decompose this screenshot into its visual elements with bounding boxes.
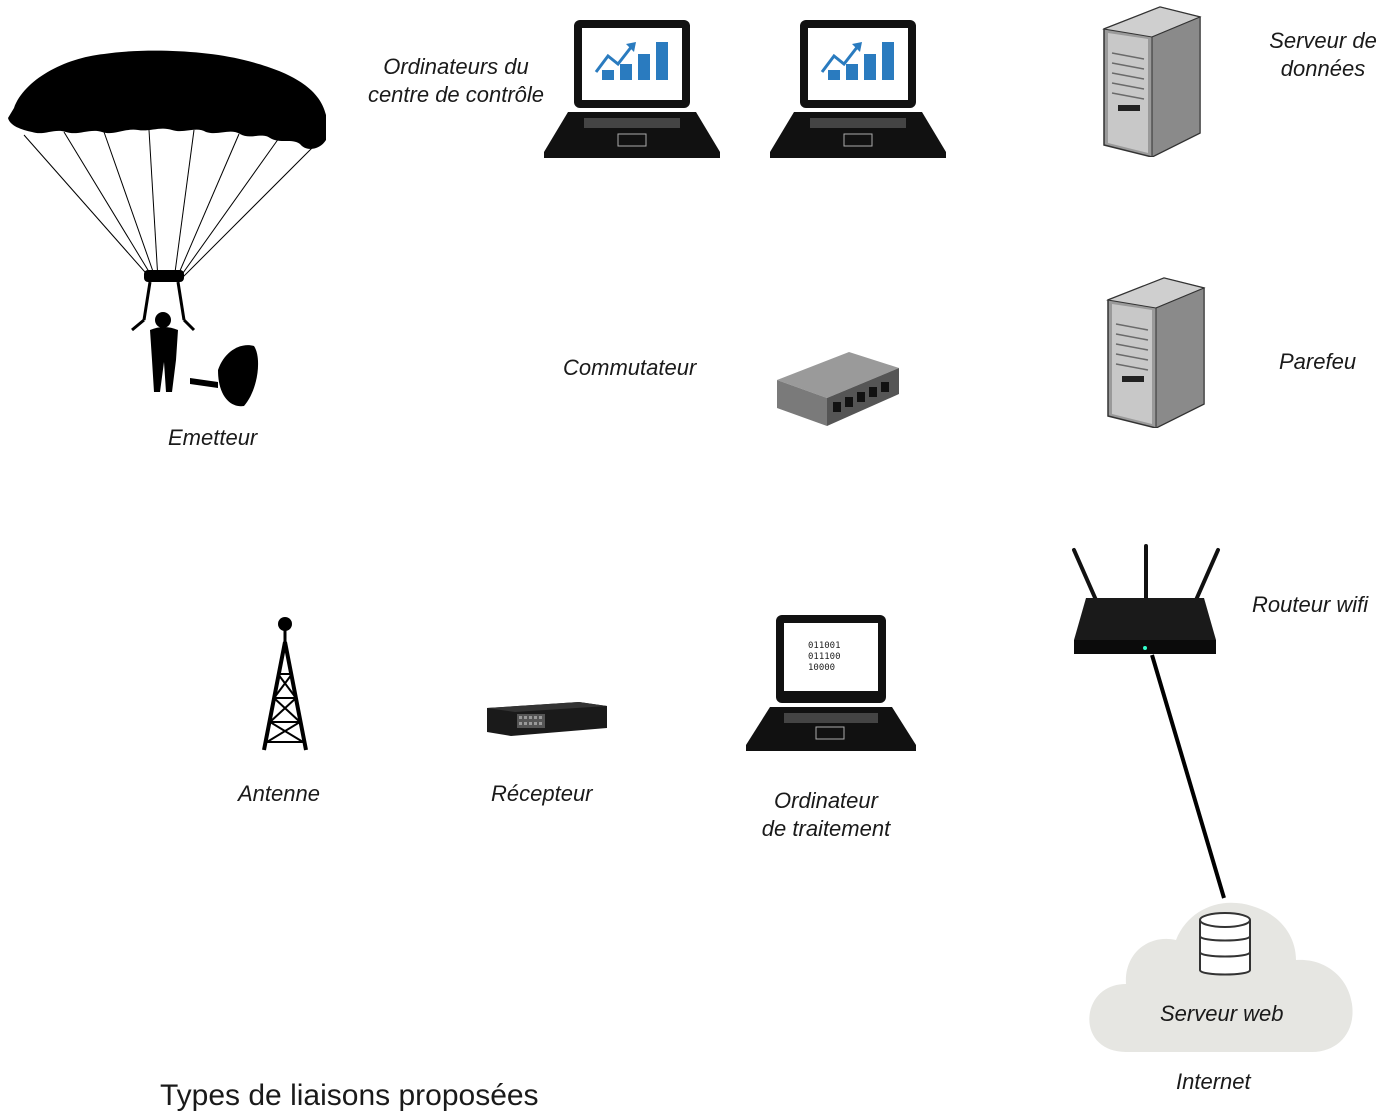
wifi-router-label: Routeur wifi	[1252, 592, 1369, 617]
data-server-label-line2: données	[1280, 56, 1366, 81]
laptop-chart-icon[interactable]	[770, 20, 946, 158]
binary-line: 011001	[808, 641, 841, 651]
data-server-label-line1: Serveur de	[1269, 28, 1377, 53]
data-server-label: Serveur de données	[1256, 27, 1390, 83]
antenna-tower-icon[interactable]	[258, 614, 314, 754]
binary-line: 10000	[808, 663, 836, 673]
processing-computer-label-line2: de traitement	[761, 816, 891, 841]
wifi-router-icon[interactable]	[1066, 544, 1224, 660]
network-switch-icon[interactable]	[775, 346, 901, 428]
cloud-icon	[1089, 902, 1353, 1052]
receiver-label: Récepteur	[491, 781, 593, 806]
laptop-chart-icon[interactable]	[544, 20, 720, 158]
firewall-label: Parefeu	[1279, 349, 1357, 374]
binary-line: 011100	[808, 652, 841, 662]
legend-title: Types de liaisons proposées	[160, 1079, 539, 1112]
laptop-body-icon	[746, 615, 916, 751]
laptop-binary-icon[interactable]: 011001 011100 10000	[746, 615, 916, 751]
database-icon[interactable]	[1196, 910, 1254, 980]
binary-screen: 011001 011100 10000	[808, 641, 841, 674]
parachutist-with-transmitter-icon	[8, 50, 326, 407]
control-computers-label: Ordinateurs du centre de contrôle	[356, 53, 556, 109]
control-computers-label-line1: Ordinateurs du	[383, 54, 529, 79]
control-computers-label-line2: centre de contrôle	[367, 82, 545, 107]
tower-server-icon[interactable]	[1100, 5, 1210, 157]
antenna-label: Antenne	[238, 781, 320, 806]
emitter-label: Emetteur	[168, 425, 258, 450]
receiver-box-icon[interactable]	[483, 700, 609, 740]
processing-computer-label-line1: Ordinateur	[774, 788, 878, 813]
processing-computer-label: Ordinateur de traitement	[744, 787, 908, 843]
internet-label: Internet	[1176, 1069, 1251, 1094]
tower-server-icon[interactable]	[1104, 276, 1214, 428]
switch-label: Commutateur	[563, 355, 697, 380]
web-server-label: Serveur web	[1160, 1001, 1284, 1026]
